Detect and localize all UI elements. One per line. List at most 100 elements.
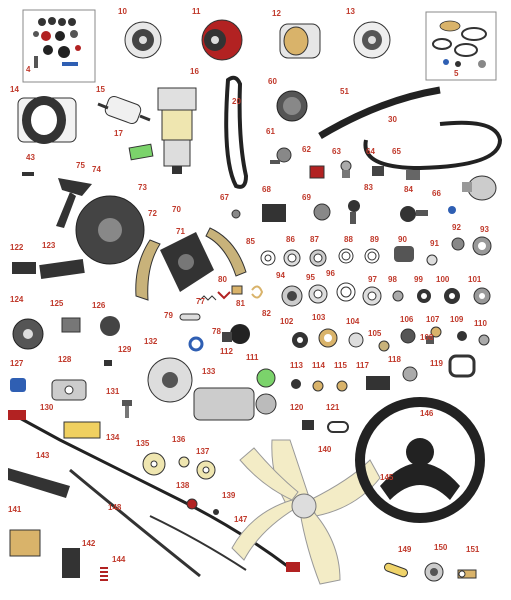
plate-128[interactable] [51, 379, 87, 401]
spring-82[interactable] [251, 285, 264, 299]
fuel-filter-12[interactable] [279, 23, 321, 59]
spring-78[interactable] [188, 336, 204, 352]
washer-137[interactable] [196, 460, 216, 480]
decal-134[interactable] [63, 421, 101, 439]
seal-88[interactable] [338, 248, 354, 264]
brake-shoe-70[interactable] [205, 227, 247, 277]
washer-91[interactable] [426, 254, 438, 266]
mount-126[interactable] [100, 316, 120, 336]
bearing-98[interactable] [392, 290, 404, 302]
bearing-101[interactable] [473, 287, 491, 305]
u-joint-125[interactable] [61, 317, 81, 333]
terminal-151[interactable] [457, 569, 477, 579]
relay-68[interactable] [262, 204, 286, 222]
washer-136[interactable] [178, 456, 190, 468]
seal-102[interactable] [292, 332, 308, 348]
seal-kit-parts[interactable] [432, 20, 487, 68]
grommet-120[interactable] [302, 420, 314, 430]
switch-62[interactable] [309, 165, 325, 179]
mat-123[interactable] [39, 259, 85, 279]
fan-140[interactable] [231, 439, 381, 585]
clip-129[interactable] [104, 360, 112, 366]
connector-64[interactable] [372, 166, 384, 176]
bushing-118[interactable] [402, 366, 418, 382]
starter-motor-133[interactable] [193, 387, 277, 421]
drive-belt-20[interactable] [224, 75, 249, 189]
bumper-117[interactable] [366, 376, 390, 390]
bracket-141[interactable] [9, 529, 41, 557]
cap-114[interactable] [312, 380, 324, 392]
bracket-122[interactable] [12, 262, 36, 274]
spring-144[interactable] [100, 567, 108, 581]
bracket-75[interactable] [56, 178, 92, 228]
alternator-132[interactable] [147, 357, 193, 403]
seal-104[interactable] [348, 332, 364, 348]
battery-cable-130[interactable] [15, 414, 291, 570]
green-pad-17[interactable] [128, 143, 154, 161]
oil-filter-10[interactable] [124, 21, 162, 59]
cv-joint-90[interactable] [394, 246, 414, 262]
inline-fuel-filter-15[interactable] [97, 95, 151, 125]
seal-99[interactable] [417, 289, 431, 303]
bearing-96[interactable] [336, 282, 356, 302]
bearing-92[interactable] [451, 237, 465, 251]
seal-100[interactable] [444, 288, 460, 304]
spring-77[interactable] [199, 295, 217, 301]
hose-30[interactable] [363, 120, 503, 171]
cap-112[interactable] [222, 332, 232, 342]
brake-shoe-72[interactable] [135, 239, 161, 301]
washer-135[interactable] [142, 452, 166, 476]
ball-joint-84[interactable] [400, 206, 428, 222]
bolt-131[interactable] [122, 400, 132, 418]
thermostat-69[interactable] [313, 203, 331, 221]
cable-148[interactable] [69, 468, 201, 578]
cable-147[interactable] [149, 515, 247, 571]
fuel-water-separator-16[interactable] [157, 87, 197, 174]
bushing-107[interactable] [426, 336, 434, 344]
seal-89[interactable] [364, 248, 380, 264]
bushing-108[interactable] [430, 326, 442, 338]
bearing-93[interactable] [472, 236, 492, 256]
strap-143[interactable] [8, 468, 70, 498]
sensor-63[interactable] [340, 160, 352, 178]
cap-115[interactable] [336, 380, 348, 392]
seal-87[interactable] [309, 249, 327, 267]
nut-110[interactable] [478, 334, 490, 346]
nut-109[interactable] [457, 331, 467, 341]
bearing-97[interactable] [362, 286, 382, 306]
seal-138[interactable] [186, 498, 198, 510]
filter-13[interactable] [353, 21, 391, 59]
fuel-pump-66[interactable] [448, 175, 497, 214]
connector-65[interactable] [406, 170, 420, 180]
pin-43[interactable] [22, 172, 34, 176]
boot-111[interactable] [230, 324, 250, 344]
bearing-150[interactable] [424, 562, 444, 582]
gasket-kit-parts[interactable] [33, 17, 81, 68]
pin-79[interactable] [179, 313, 201, 321]
cylinder-81[interactable] [231, 285, 243, 295]
clamp-121[interactable] [327, 421, 349, 433]
seal-86[interactable] [283, 249, 301, 267]
oil-filter-red-11[interactable] [201, 19, 243, 61]
seal-113[interactable] [291, 379, 301, 389]
tie-rod-end-83[interactable] [348, 200, 360, 224]
bushing-105[interactable] [378, 340, 390, 352]
seal-103[interactable] [318, 328, 338, 348]
green-cap[interactable] [256, 368, 276, 388]
flange-124[interactable] [12, 318, 44, 350]
steering-wheel-145[interactable] [355, 397, 485, 523]
spring-80[interactable] [217, 291, 231, 300]
air-filter-14[interactable] [17, 96, 77, 144]
cap-60[interactable] [276, 90, 308, 122]
hose-51[interactable] [318, 86, 441, 140]
plate-142[interactable] [62, 548, 80, 578]
bearing-94[interactable] [281, 285, 303, 307]
bearing-106[interactable] [400, 328, 416, 344]
clamp-119[interactable] [448, 354, 476, 378]
brake-plate-71[interactable] [160, 232, 214, 292]
key-switch-61[interactable] [270, 147, 292, 164]
nut-139[interactable] [213, 509, 219, 515]
bearing-95[interactable] [308, 284, 328, 304]
backing-plate-73[interactable] [75, 195, 145, 265]
pin-149[interactable] [383, 562, 409, 578]
